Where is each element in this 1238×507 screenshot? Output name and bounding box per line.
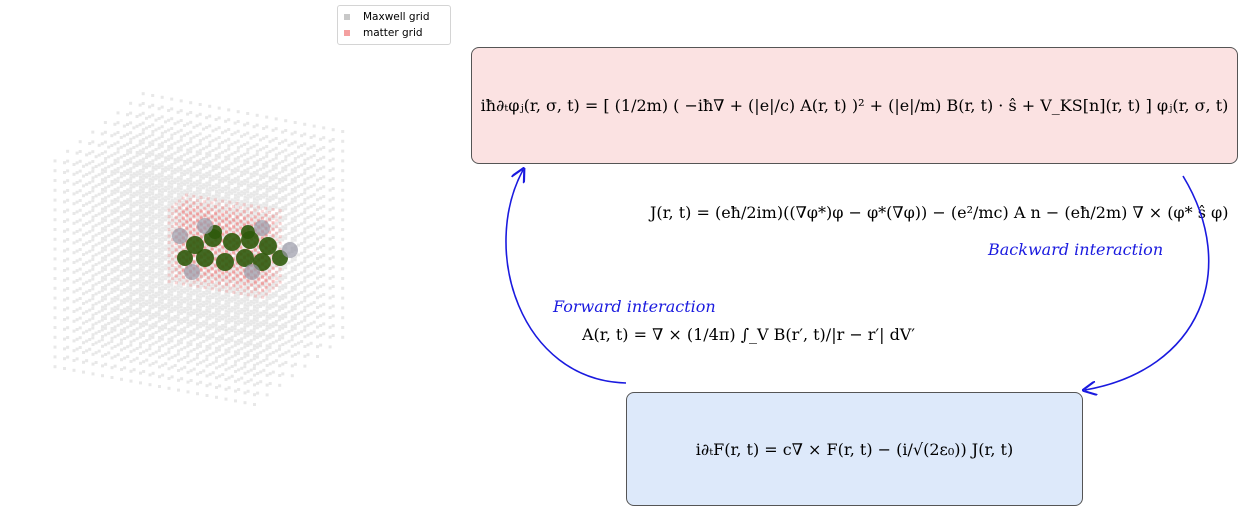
legend-label-matter: matter grid [363,27,423,39]
maxwell-equation-box: i∂ₜF(r, t) = c∇ × F(r, t) − (i/√(2ε₀)) J… [626,392,1083,506]
backward-interaction-label: Backward interaction [988,240,1164,259]
backward-arrow [1085,175,1210,390]
legend-label-maxwell: Maxwell grid [363,11,430,23]
current-density-equation: J(r, t) = (eħ/2im)((∇φ*)φ − φ*(∇φ)) − (e… [650,203,1229,222]
legend-item-matter: matter grid [344,26,423,40]
matter-equation-box: iħ∂ₜφⱼ(r, σ, t) = [ (1/2m) ( −iħ∇ + (|e|… [471,47,1238,164]
legend-swatch-maxwell [344,14,350,20]
grid-visualization [53,92,345,406]
matter-equation: iħ∂ₜφⱼ(r, σ, t) = [ (1/2m) ( −iħ∇ + (|e|… [480,96,1229,115]
forward-arrow [505,170,627,384]
forward-interaction-label: Forward interaction [553,297,716,316]
vector-potential-equation: A(r, t) = ∇ × (1/4π) ∫_V B(r′, t)/|r − r… [582,325,915,344]
legend-item-maxwell: Maxwell grid [344,10,430,24]
legend: Maxwell grid matter grid [337,5,451,45]
molecule [172,218,298,280]
maxwell-equation: i∂ₜF(r, t) = c∇ × F(r, t) − (i/√(2ε₀)) J… [695,439,1014,459]
legend-swatch-matter [344,30,350,36]
